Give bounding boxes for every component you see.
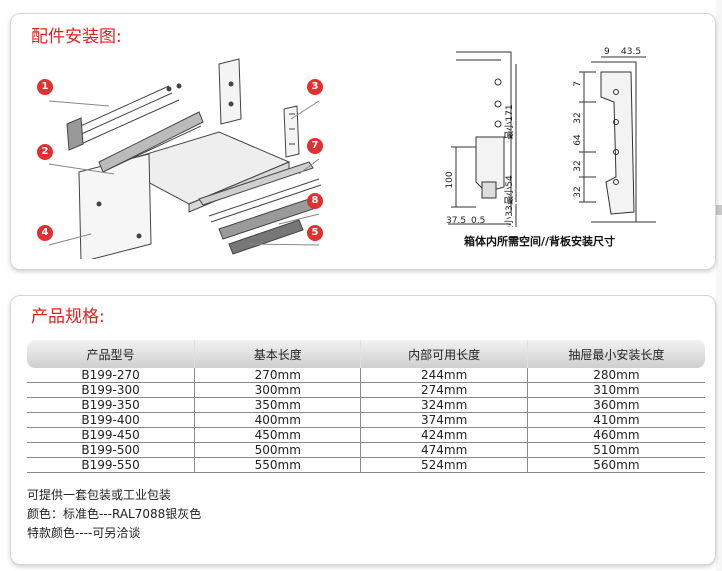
cell-inner: 374mm <box>360 412 528 428</box>
dim-min54: 最小54 <box>504 175 515 205</box>
cell-min: 310mm <box>526 382 705 398</box>
dim-32-a: 32 <box>573 112 583 123</box>
cell-min: 410mm <box>526 412 705 428</box>
cell-min: 360mm <box>526 397 705 413</box>
cell-inner: 524mm <box>360 457 528 473</box>
dim-64: 64 <box>573 134 583 146</box>
cell-model: B199-270 <box>27 368 195 383</box>
table-header-row: 产品型号 基本长度 内部可用长度 抽屉最小安装长度 <box>27 340 705 368</box>
scrollbar-track[interactable] <box>716 0 722 571</box>
cell-model: B199-300 <box>27 382 195 398</box>
callout-7: 7 <box>307 138 323 154</box>
dim-7: 7 <box>573 81 583 87</box>
diagram-caption: 箱体内所需空间//背板安装尺寸 <box>464 235 616 248</box>
cell-base: 500mm <box>194 442 361 458</box>
cell-min: 510mm <box>526 442 705 458</box>
specs-table: 产品型号 基本长度 内部可用长度 抽屉最小安装长度 B199-270 270mm… <box>27 340 705 473</box>
cell-base: 550mm <box>194 457 361 473</box>
dim-0-5: 0.5 <box>471 216 485 226</box>
specs-panel: 产品规格: 产品型号 基本长度 内部可用长度 抽屉最小安装长度 B199-270… <box>10 295 716 565</box>
dim-37-5: 37.5 <box>446 216 466 226</box>
header-min-install-length: 抽屉最小安装长度 <box>526 340 705 368</box>
table-row: B199-350 350mm 324mm 360mm <box>27 397 705 413</box>
cell-inner: 274mm <box>360 382 528 398</box>
table-row: B199-270 270mm 244mm 280mm <box>27 368 705 383</box>
dim-43-5: 43.5 <box>621 47 641 57</box>
dim-min171: 最小171 <box>504 104 515 139</box>
note-special-color: 特款颜色----可另洽谈 <box>27 526 141 540</box>
cell-min: 280mm <box>526 368 705 383</box>
specs-title: 产品规格: <box>31 307 105 327</box>
dim-min33: 最小33 <box>504 205 515 227</box>
header-base-length: 基本长度 <box>194 340 361 368</box>
header-model: 产品型号 <box>27 340 195 368</box>
cell-model: B199-400 <box>27 412 195 428</box>
callout-4: 4 <box>37 225 53 241</box>
table-row: B199-450 450mm 424mm 460mm <box>27 427 705 443</box>
cell-inner: 474mm <box>360 442 528 458</box>
cell-base: 270mm <box>194 368 361 383</box>
cell-model: B199-450 <box>27 427 195 443</box>
cell-model: B199-500 <box>27 442 195 458</box>
dim-32-b: 32 <box>573 160 583 171</box>
dim-100: 100 <box>445 171 455 188</box>
exploded-drawer-diagram <box>48 58 322 259</box>
cell-inner: 324mm <box>360 397 528 413</box>
dim-9: 9 <box>604 47 610 57</box>
callout-5: 5 <box>307 225 323 241</box>
installation-title: 配件安装图: <box>31 27 122 47</box>
table-row: B199-400 400mm 374mm 410mm <box>27 412 705 428</box>
note-standard-color: 颜色：标准色---RAL7088银灰色 <box>27 507 202 521</box>
cell-base: 400mm <box>194 412 361 428</box>
cell-model: B199-550 <box>27 457 195 473</box>
dim-32-c: 32 <box>573 186 583 197</box>
header-inner-length: 内部可用长度 <box>360 340 528 368</box>
callout-2: 2 <box>37 144 53 160</box>
cell-base: 450mm <box>194 427 361 443</box>
cabinet-dimension-diagram: 100 37.5 0.5 最小33 最小54 最小171 9 43.5 7 32… <box>445 47 656 227</box>
scrollbar-thumb[interactable] <box>716 205 722 215</box>
table-row: B199-500 500mm 474mm 510mm <box>27 442 705 458</box>
table-row: B199-300 300mm 274mm 310mm <box>27 382 705 398</box>
note-packaging: 可提供一套包装或工业包装 <box>27 488 172 502</box>
cell-model: B199-350 <box>27 397 195 413</box>
callout-8: 8 <box>307 193 323 209</box>
product-notes: 可提供一套包装或工业包装 颜色：标准色---RAL7088银灰色 特款颜色---… <box>27 486 201 543</box>
cell-inner: 424mm <box>360 427 528 443</box>
table-row: B199-550 550mm 524mm 560mm <box>27 457 705 473</box>
cell-inner: 244mm <box>360 368 528 383</box>
cell-base: 350mm <box>194 397 361 413</box>
cell-min: 460mm <box>526 427 705 443</box>
callout-3: 3 <box>307 79 323 95</box>
installation-panel: 配件安装图: <box>10 13 716 270</box>
cell-base: 300mm <box>194 382 361 398</box>
cell-min: 560mm <box>526 457 705 473</box>
callout-1: 1 <box>37 79 53 95</box>
